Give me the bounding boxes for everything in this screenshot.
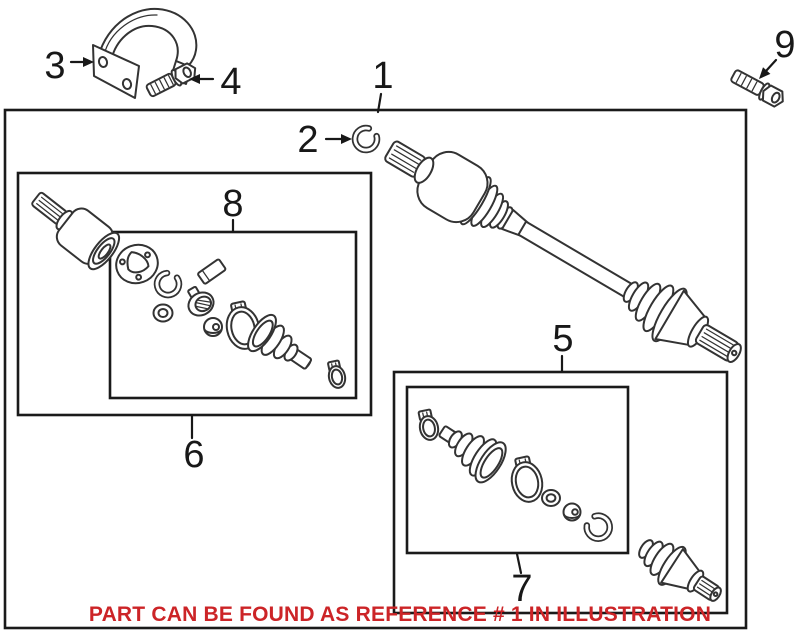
svg-text:6: 6 [183,434,204,476]
main-frame [3,108,748,630]
group-7-box [405,385,630,555]
callout-9: 9 [759,24,796,79]
group-5-box [392,370,729,615]
callout-1: 1 [372,55,394,114]
svg-text:5: 5 [552,318,573,360]
group-6-box [16,171,373,417]
reference-note: PART CAN BE FOUND AS REFERENCE # 1 IN IL… [88,603,712,626]
snap-ring-icon [351,124,381,154]
callout-2: 2 [297,119,352,161]
svg-text:2: 2 [297,119,318,161]
callout-3: 3 [44,45,94,87]
callout-1-leader [376,92,383,114]
clamp-bracket-icon [92,7,198,99]
outer-joint-icon [638,539,722,602]
callout-6: 6 [183,414,205,476]
callout-4: 4 [189,61,242,103]
svg-text:9: 9 [774,24,795,66]
bracket-bolt-icon [145,62,197,98]
svg-text:8: 8 [222,183,243,225]
callout-5: 5 [552,318,574,373]
inner-joint-stub-icon [31,191,121,271]
hex-flange-bolt-icon [730,69,784,108]
outer-boot-kit-icons [417,408,613,542]
callout-8: 8 [222,183,244,233]
axle-shaft-assembly-icon [384,140,742,363]
svg-text:7: 7 [511,568,532,610]
callout-7-leader [515,552,523,575]
callout-9-arrow [764,58,778,73]
svg-text:1: 1 [372,55,393,97]
callout-7: 7 [511,552,533,610]
inner-boot-kit-icons [115,243,347,389]
svg-text:4: 4 [220,61,241,103]
svg-text:3: 3 [44,45,65,87]
